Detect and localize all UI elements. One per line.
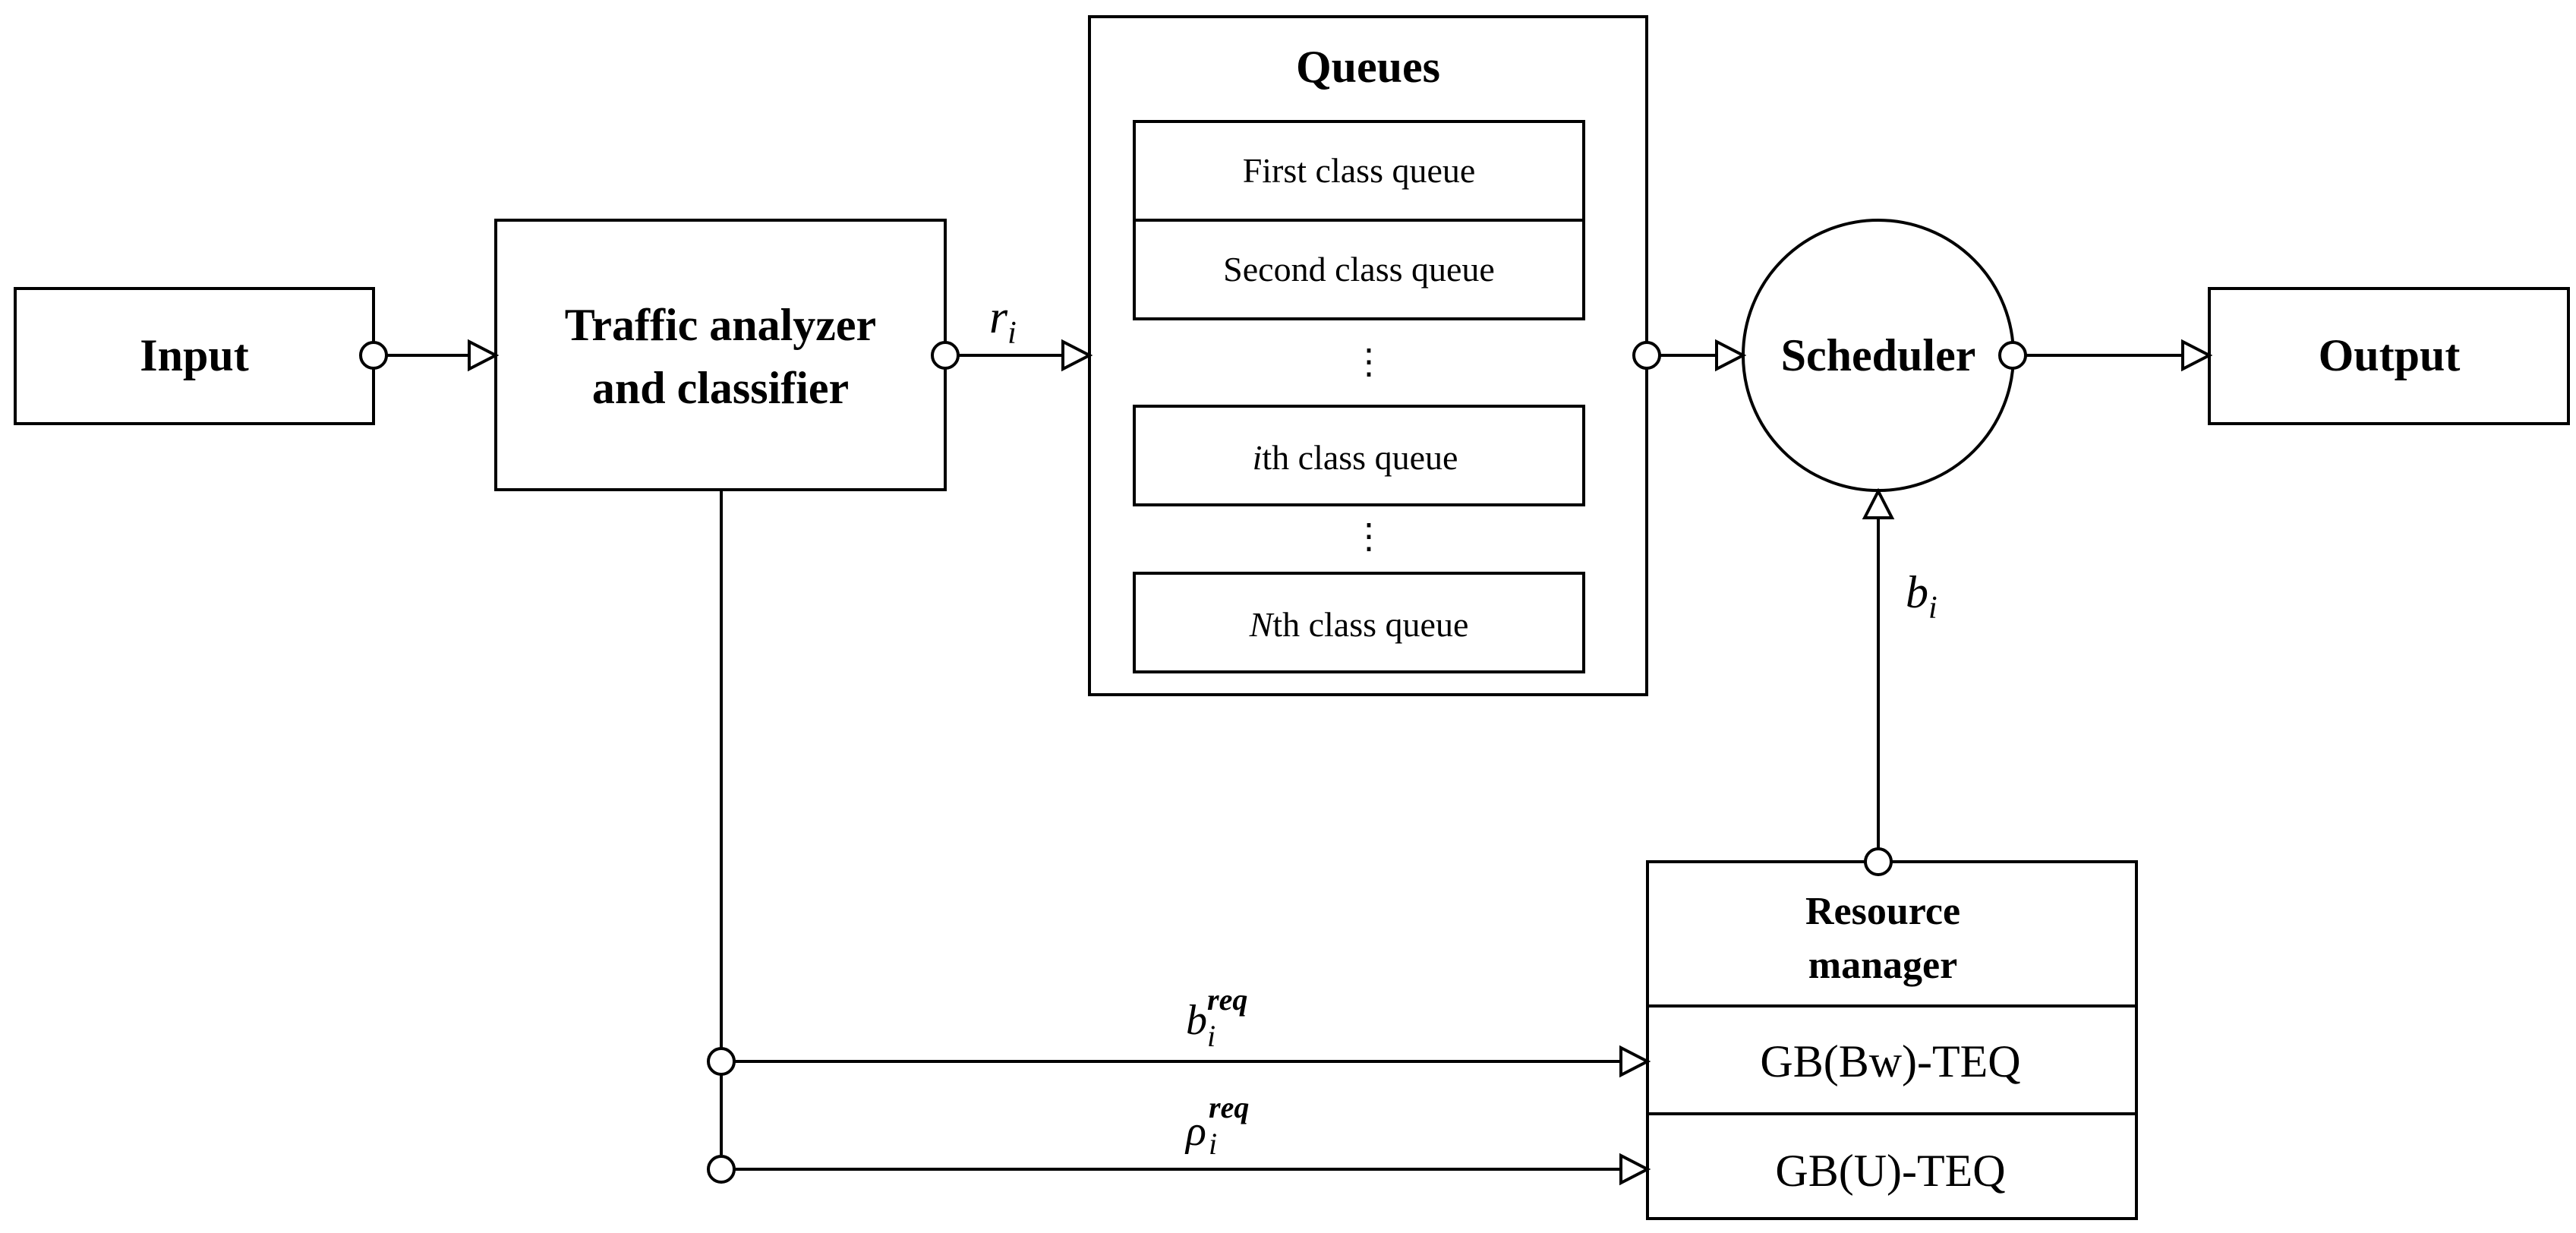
port-analyzer-out	[931, 341, 960, 370]
arrowhead-into-gb-u	[1619, 1153, 1651, 1186]
signal-breq-sup: req	[1207, 982, 1247, 1017]
gb-u-teq-label: GB(U)-TEQ	[1775, 1146, 2005, 1196]
signal-breq-base: b	[1186, 997, 1207, 1044]
arrowhead-into-output	[2181, 339, 2213, 372]
queue-second-box	[1133, 219, 1585, 320]
signal-rhoreq-sup: req	[1209, 1090, 1249, 1124]
port-input-out	[359, 341, 388, 370]
signal-breq-sub: i	[1207, 1019, 1215, 1053]
queue-ith-rest: th class queue	[1262, 438, 1458, 477]
traffic-analyzer-box	[494, 219, 947, 491]
input-label: Input	[140, 330, 248, 380]
output-box	[2208, 287, 2570, 425]
queue-nth-label: Nth class queue	[1249, 605, 1469, 644]
signal-rhoreq-base: ρ	[1184, 1108, 1206, 1155]
port-rhoreq-junction	[707, 1155, 736, 1184]
traffic-analyzer-label-line1: Traffic analyzer	[565, 300, 876, 350]
signal-b-req: b i req	[1186, 982, 1247, 1056]
queue-ellipsis-upper: ⋮	[1351, 342, 1386, 381]
queue-ith-label: ith class queue	[1253, 438, 1458, 477]
traffic-analyzer-label-line2: and classifier	[592, 363, 849, 413]
signal-r-i: ri	[989, 292, 1017, 351]
input-box	[14, 287, 375, 425]
queue-nth-box	[1133, 572, 1585, 673]
resource-manager-label-line2: manager	[1808, 944, 1957, 987]
resource-manager-label-line1: Resource	[1805, 890, 1960, 933]
arrowhead-into-scheduler-bottom	[1862, 487, 1895, 519]
queues-title: Queues	[1296, 42, 1440, 92]
queue-second-label: Second class queue	[1223, 250, 1495, 289]
queue-nth-var: N	[1249, 605, 1275, 644]
output-label: Output	[2319, 330, 2461, 380]
signal-rhoreq-sub: i	[1209, 1127, 1217, 1161]
queue-first-label: First class queue	[1243, 151, 1476, 190]
queue-ith-box	[1133, 405, 1585, 506]
signal-b-i: bi	[1906, 567, 1938, 626]
queue-nth-rest: th class queue	[1272, 605, 1468, 644]
arrowhead-into-scheduler	[1715, 339, 1747, 372]
queue-first-box	[1133, 120, 1585, 222]
port-breq-junction	[707, 1047, 736, 1076]
arrowhead-into-queues	[1061, 339, 1093, 372]
signal-b-base: b	[1906, 567, 1928, 617]
scheduler-label: Scheduler	[1781, 330, 1976, 380]
queue-ellipsis-lower: ⋮	[1351, 517, 1386, 556]
resource-manager-box	[1646, 860, 2138, 1220]
port-manager-out	[1864, 847, 1893, 876]
signal-b-sub: i	[1928, 591, 1938, 626]
gb-bw-teq-label: GB(Bw)-TEQ	[1760, 1036, 2020, 1086]
queue-ith-var: i	[1253, 438, 1263, 477]
port-queues-out	[1632, 341, 1661, 370]
signal-r-sub: i	[1007, 316, 1017, 351]
signal-r-base: r	[989, 292, 1008, 343]
arrowhead-into-analyzer	[468, 339, 500, 372]
port-scheduler-out	[1998, 341, 2027, 370]
signal-rho-req: ρ i req	[1184, 1090, 1249, 1164]
arrowhead-into-gb-bw	[1619, 1045, 1651, 1078]
